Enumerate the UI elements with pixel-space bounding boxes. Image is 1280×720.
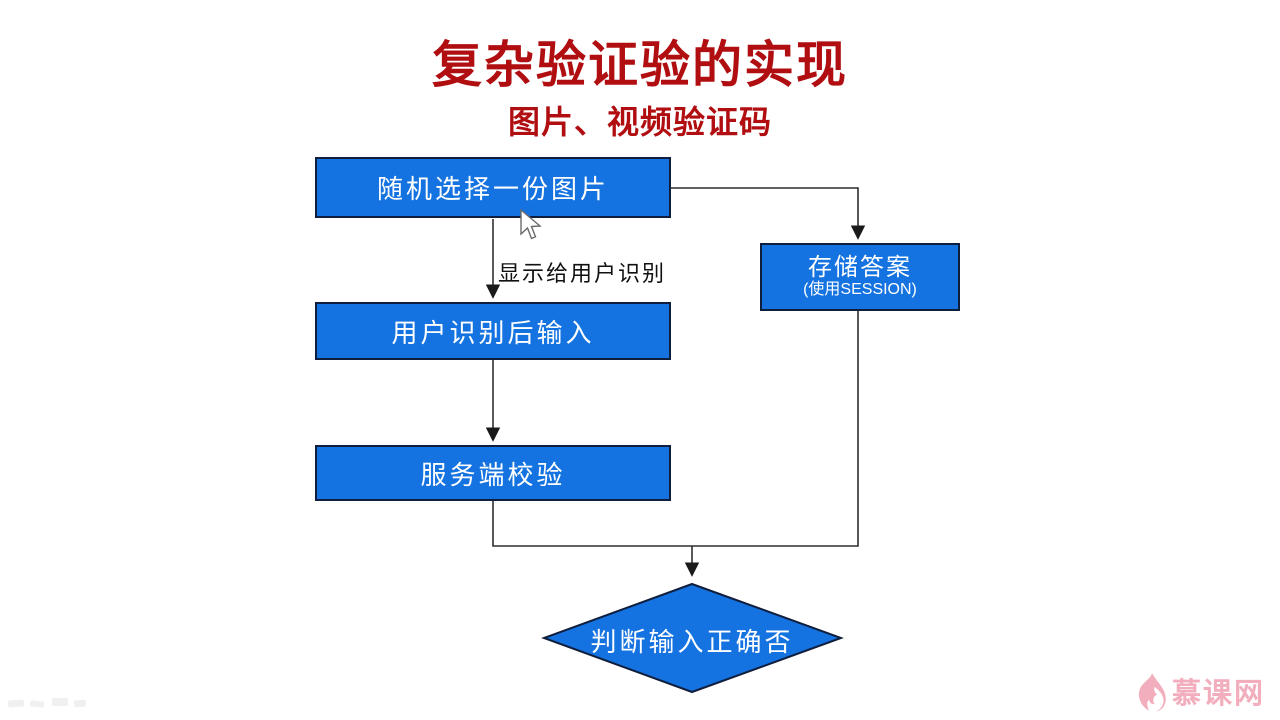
page-subtitle: 图片、视频验证码 bbox=[507, 104, 772, 140]
flame-icon bbox=[1138, 673, 1166, 712]
edge-label-show-to-user: 显示给用户识别 bbox=[498, 261, 667, 286]
node-store-answer: 存储答案 (使用SESSION) bbox=[760, 243, 960, 311]
page-title: 复杂验证验的实现 bbox=[432, 37, 848, 93]
mouse-cursor-icon bbox=[520, 209, 542, 240]
node-user-input: 用户识别后输入 bbox=[315, 302, 671, 360]
node-label: 随机选择一份图片 bbox=[376, 174, 609, 204]
title-block: 复杂验证验的实现 图片、视频验证码 bbox=[0, 38, 1280, 143]
node-label: 服务端校验 bbox=[420, 459, 566, 490]
imooc-logo: 慕课网 bbox=[1136, 673, 1265, 715]
imooc-brand-text: 慕课网 bbox=[1172, 678, 1266, 710]
node-pick-image: 随机选择一份图片 bbox=[315, 157, 671, 218]
node-sublabel: (使用SESSION) bbox=[803, 281, 917, 299]
corner-smudge bbox=[73, 699, 87, 708]
node-server-check: 服务端校验 bbox=[315, 445, 671, 501]
node-label: 存储答案 bbox=[808, 254, 912, 281]
corner-smudge bbox=[7, 699, 25, 708]
corner-smudge bbox=[52, 698, 68, 706]
judge-diamond-shape bbox=[541, 582, 844, 694]
node-label: 用户识别后输入 bbox=[391, 317, 595, 348]
node-judge-label: 判断输入正确否 bbox=[590, 627, 794, 657]
edge-merge-bus bbox=[492, 311, 859, 547]
edge-pick-to-store bbox=[671, 187, 866, 240]
